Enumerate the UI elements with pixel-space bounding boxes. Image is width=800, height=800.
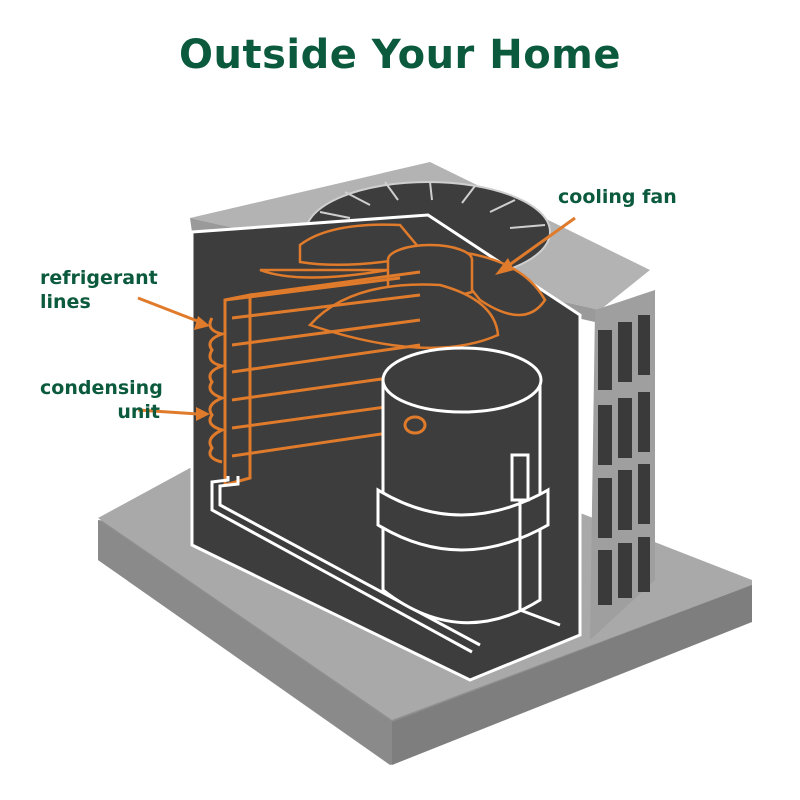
page-title: Outside Your Home — [179, 32, 621, 78]
cooling-fan-arrow — [495, 216, 576, 275]
condensing-unit-arrow — [137, 407, 210, 421]
refrigerant-lines-label-line-1: refrigerant — [40, 267, 158, 289]
refrigerant-lines-label-line-2: lines — [40, 291, 91, 313]
refrigerant-line — [210, 476, 481, 654]
condensing-unit-label-line-2: unit — [117, 401, 160, 423]
condensing-unit-label: condensing unit — [40, 376, 163, 424]
condenser-coil — [208, 270, 421, 487]
cooling-fan — [259, 223, 547, 350]
refrigerant-lines-arrow — [137, 296, 210, 330]
right-side-panel — [590, 290, 655, 640]
cooling-fan-label-text: cooling fan — [558, 186, 677, 208]
cooling-fan-label: cooling fan — [558, 185, 677, 209]
compressor — [376, 346, 561, 627]
condensing-unit-label-line-1: condensing — [40, 377, 163, 399]
refrigerant-lines-label: refrigerant lines — [40, 266, 158, 314]
